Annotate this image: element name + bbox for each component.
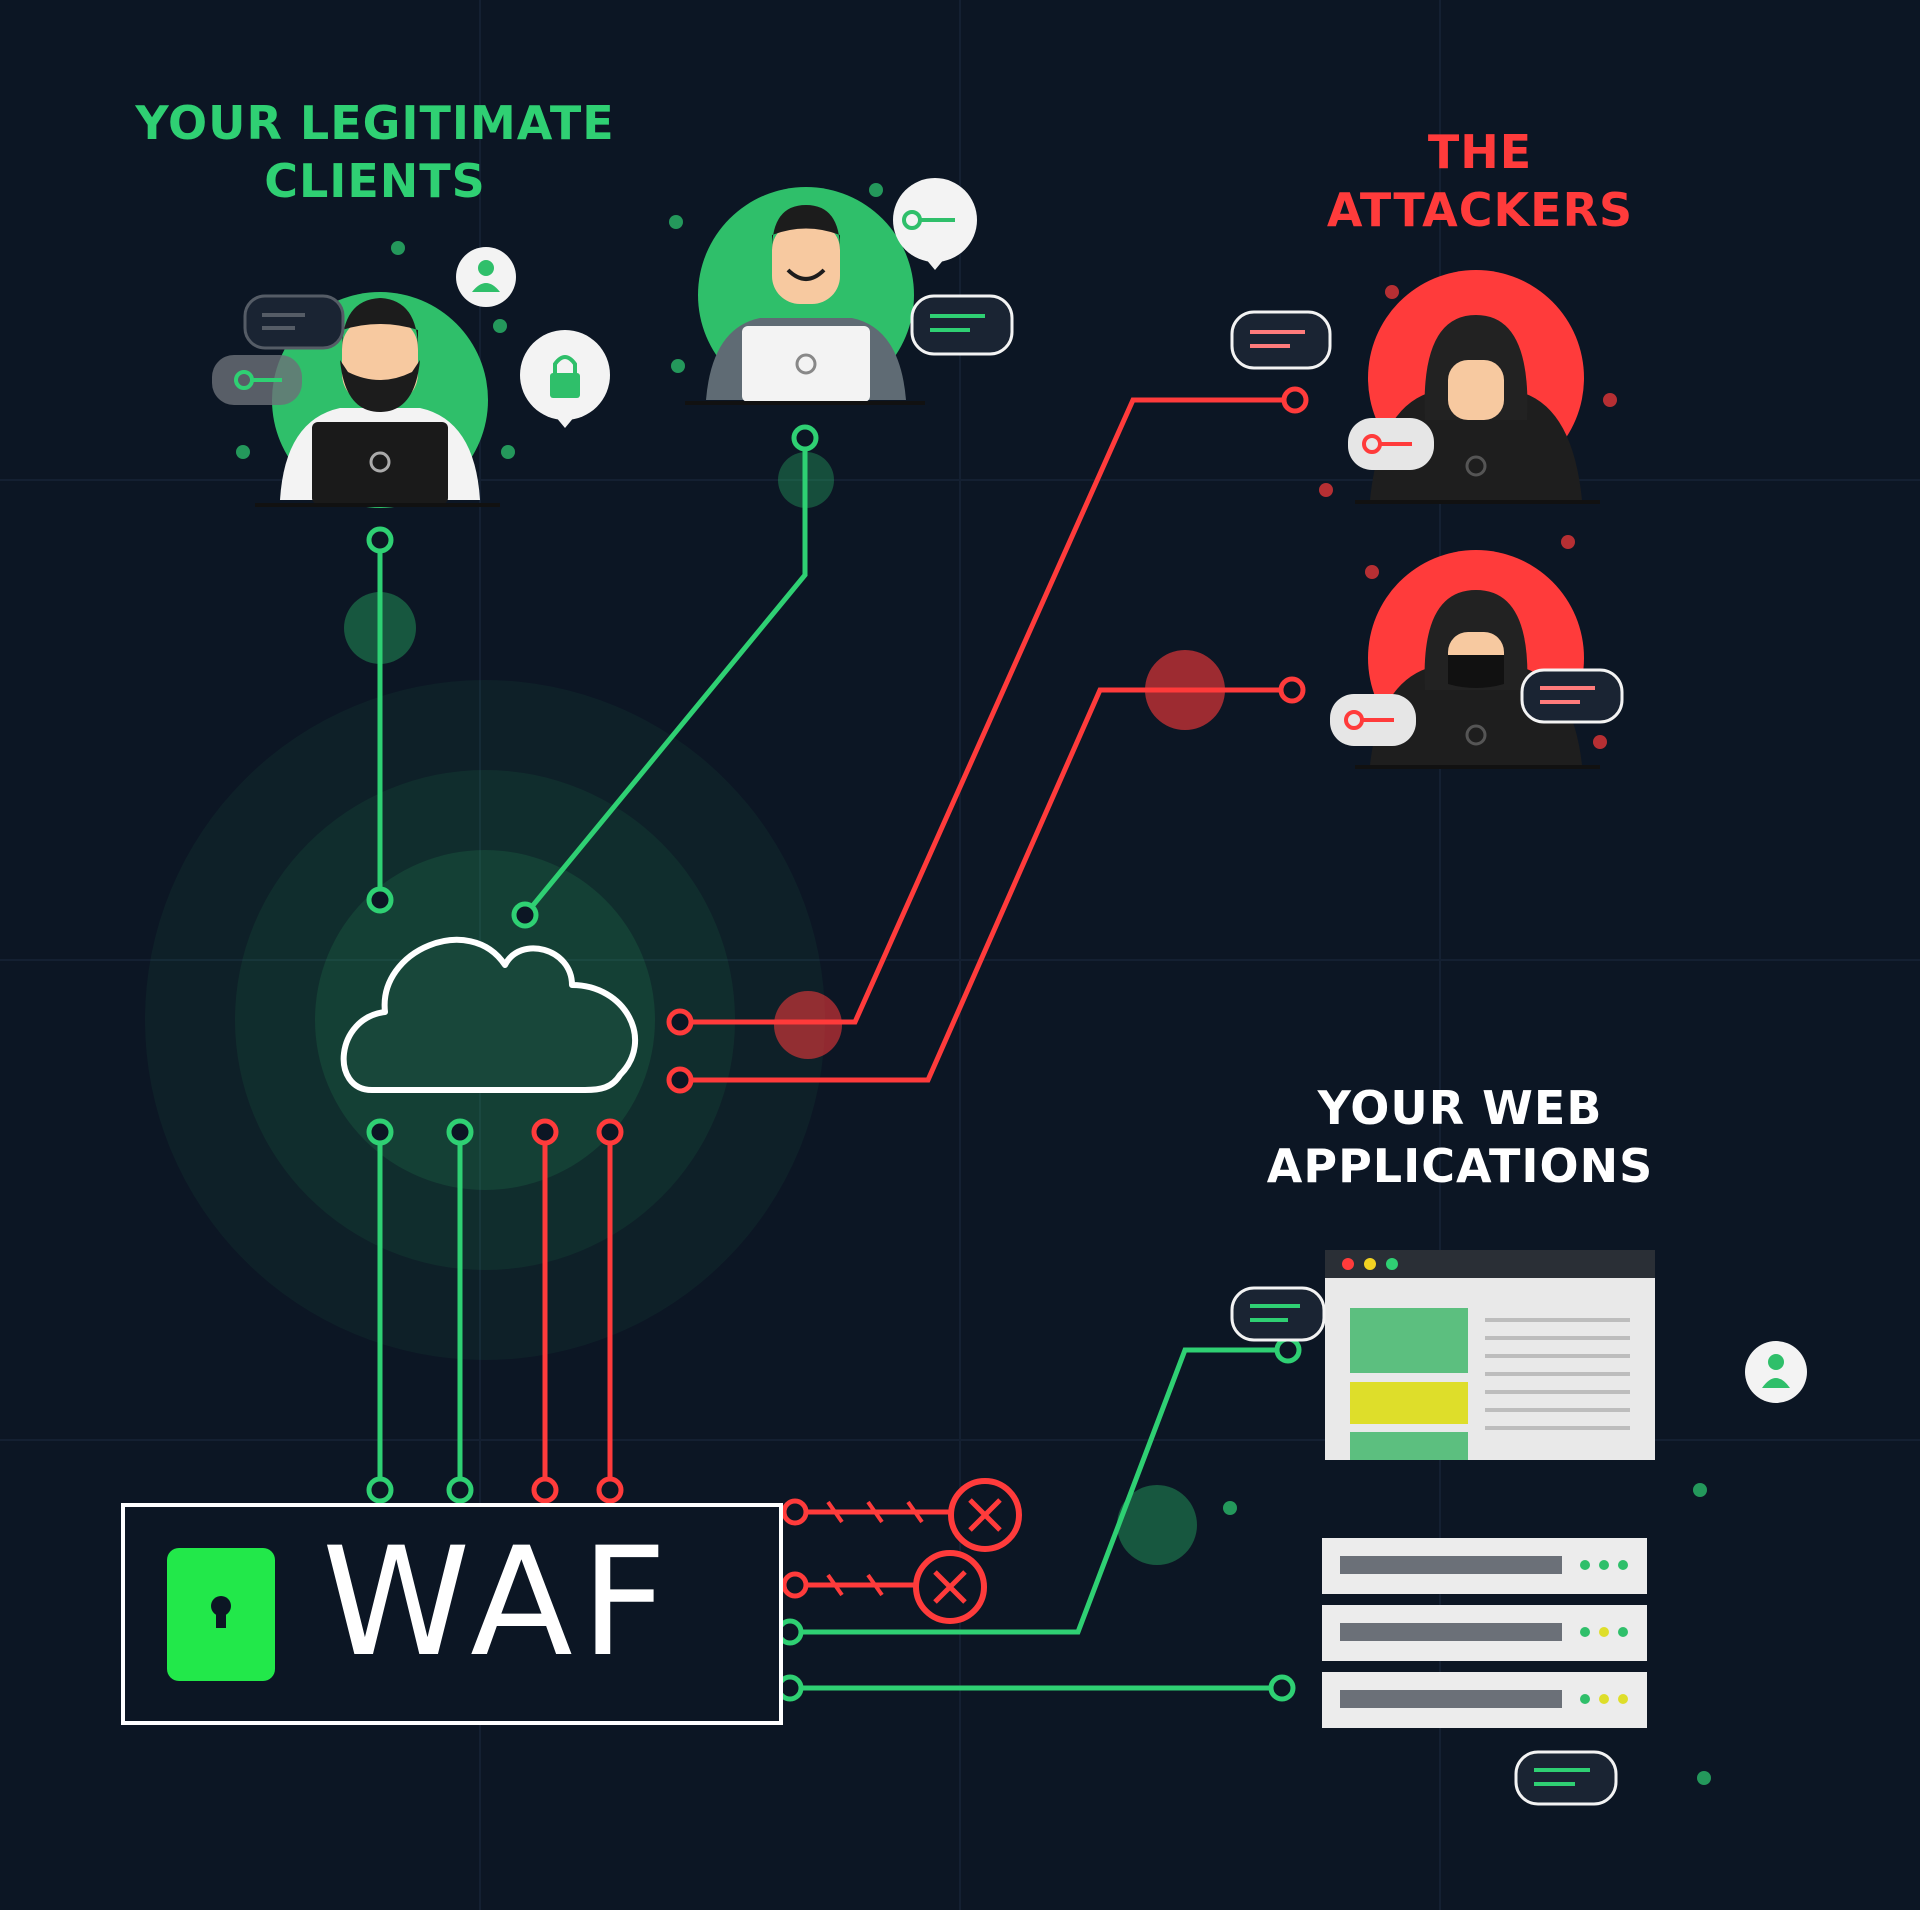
message-icon bbox=[1230, 1286, 1326, 1342]
key-icon bbox=[212, 355, 302, 405]
key-icon bbox=[1348, 418, 1434, 470]
cloud-icon bbox=[340, 936, 639, 1093]
block-x-icon bbox=[913, 1550, 987, 1624]
server-rack-icon bbox=[1322, 1538, 1647, 1728]
message-icon bbox=[243, 294, 345, 350]
legit-connections bbox=[377, 438, 1288, 1691]
key-icon bbox=[893, 178, 977, 270]
attackers-label: THE ATTACKERS bbox=[1326, 125, 1634, 237]
legit-client-laptop bbox=[685, 187, 925, 405]
web-apps-label: YOUR WEB APPLICATIONS bbox=[1266, 1081, 1654, 1193]
message-icon bbox=[1514, 1750, 1618, 1806]
keyhole-icon bbox=[211, 1596, 231, 1628]
legit-clients-label: YOUR LEGITIMATE CLIENTS bbox=[135, 96, 615, 208]
blocked-hatch bbox=[826, 1500, 924, 1597]
browser-window-icon bbox=[1325, 1250, 1655, 1460]
message-icon bbox=[1520, 668, 1624, 724]
lock-icon bbox=[520, 330, 610, 428]
decorative-dots bbox=[236, 183, 1711, 1785]
key-icon bbox=[1330, 694, 1416, 746]
message-icon bbox=[1230, 310, 1332, 370]
message-icon bbox=[910, 294, 1014, 356]
waf-title: WAF bbox=[322, 1516, 676, 1690]
user-icon bbox=[1745, 1341, 1807, 1403]
user-icon bbox=[456, 247, 516, 307]
block-x-icon bbox=[948, 1478, 1022, 1552]
waf-box bbox=[121, 1503, 783, 1725]
flow-blobs bbox=[344, 452, 1225, 1565]
